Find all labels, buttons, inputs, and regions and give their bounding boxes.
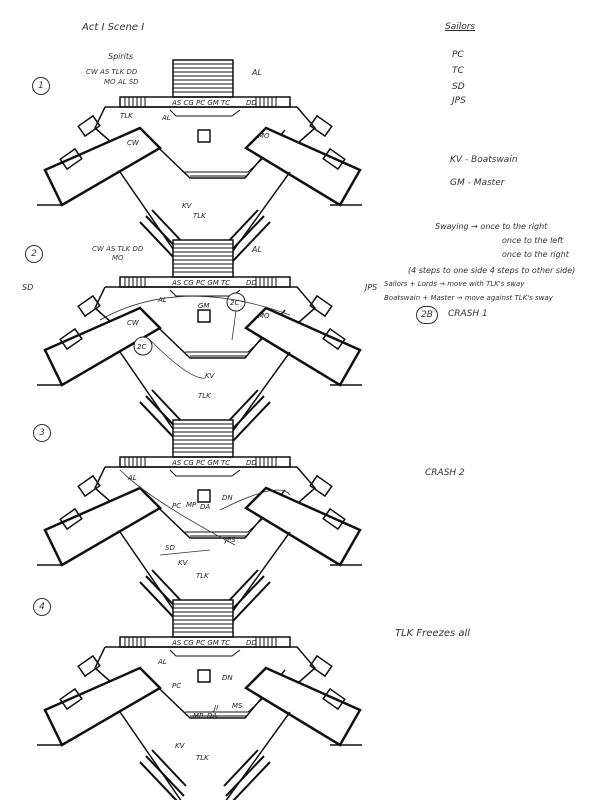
actor-label: TLK [196, 754, 210, 762]
actor-label: TLK [198, 392, 212, 400]
role-note: KV - Boatswain [450, 155, 518, 165]
actor-label: MS [232, 702, 243, 710]
actor-label: SD [22, 283, 34, 292]
actor-label: MO [258, 132, 270, 140]
group-title: Spirits [108, 52, 134, 61]
crash-1-note: CRASH 1 [448, 309, 488, 319]
actor-label: KV [175, 742, 186, 750]
actor-label: JPS [223, 536, 236, 544]
actor-label: GM [198, 302, 209, 310]
stage-diagram: AS CG PC GM TC DD AL PC DN JI MS MP DA K… [35, 598, 364, 800]
actor-label: PC [172, 682, 181, 690]
boatswain-note: Boatswain + Master → move against TLK's … [384, 294, 553, 302]
scene-number: 1 [32, 77, 50, 95]
scene-number: 3 [33, 424, 51, 442]
actor-label: DA [200, 503, 210, 511]
actor-label: TLK [120, 112, 134, 120]
sailor-name: TC [452, 66, 464, 76]
actor-label: MO [112, 254, 124, 262]
actor-label: KV [205, 372, 216, 380]
scene-number: 2 [25, 245, 43, 263]
actor-label: MP [193, 712, 204, 720]
page-title: Act I Scene I [82, 22, 145, 33]
actor-label: KV [178, 559, 189, 567]
scene-number: 4 [33, 598, 51, 616]
actor-label: TLK [193, 212, 207, 220]
cue-circle: 2C [137, 343, 146, 351]
actor-label: AL [127, 474, 137, 482]
actor-label: DD [246, 99, 257, 107]
actor-label: CW [127, 139, 140, 147]
actor-label: CW [127, 319, 140, 327]
sway-note: once to the left [502, 236, 564, 245]
actor-label: AL [157, 296, 167, 304]
actor-label: SD [165, 544, 175, 552]
actors-row: CW AS TLK DD [92, 245, 144, 253]
stage-diagram: AS CG PC GM TC DD AL PC MP DA DN SD JPS … [35, 418, 364, 624]
cue-circle: 2C [230, 299, 239, 307]
sailors-note: Sailors + Lords → move with TLK's sway [384, 280, 525, 288]
actor-label: DN [222, 674, 233, 682]
actor-label: MP [186, 501, 197, 509]
actors-row: MO AL SD [104, 78, 139, 86]
actor-label: DD [246, 279, 257, 287]
cue-circle: 2B [416, 306, 438, 324]
stage-diagram: AS CG PC GM TC DD TLK AL CW MO KV TLK [35, 58, 364, 264]
actor-label: PC [172, 502, 181, 510]
actor-label: AL [161, 114, 171, 122]
sailor-name: SD [452, 82, 465, 92]
actor-label: MO [258, 312, 270, 320]
actor-label: AL [252, 68, 262, 77]
actor-label: AL [157, 658, 167, 666]
actor-label: AL [252, 245, 262, 254]
platform-actors: AS CG PC GM TC [171, 279, 230, 287]
sailor-name: JPS [452, 96, 466, 106]
stage-diagram: AS CG PC GM TC DD AL CW MO GM 2C 2C KV T… [35, 238, 364, 444]
platform-actors: AS CG PC GM TC [171, 639, 230, 647]
actor-label: DD [246, 639, 257, 647]
sway-note: once to the right [502, 250, 569, 259]
actor-label: JPS [365, 283, 378, 292]
sway-note: (4 steps to one side 4 steps to other si… [408, 266, 576, 275]
platform-actors: AS CG PC GM TC [171, 99, 230, 107]
movement-arrow [99, 295, 291, 379]
platform-actors: AS CG PC GM TC [171, 459, 230, 467]
actor-label: DD [246, 459, 257, 467]
freeze-note: TLK Freezes all [395, 628, 471, 639]
crash-2-note: CRASH 2 [425, 468, 465, 478]
actor-label: DA [207, 712, 217, 720]
actor-label: DN [222, 494, 233, 502]
role-note: GM - Master [450, 178, 505, 188]
cast-heading: Sailors [445, 22, 476, 32]
movement-arrow [119, 469, 291, 556]
actor-label: JI [212, 704, 218, 712]
sailor-name: PC [452, 50, 464, 60]
actors-row: CW AS TLK DD [86, 68, 138, 76]
actor-label: KV [182, 202, 193, 210]
sway-note: Swaying → once to the right [435, 222, 548, 231]
actor-label: TLK [196, 572, 210, 580]
